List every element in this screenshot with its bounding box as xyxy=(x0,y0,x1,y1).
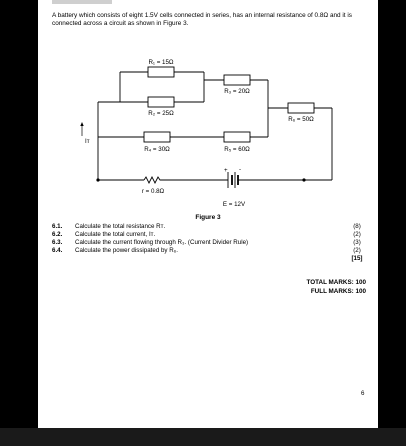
question-number: 6.4. xyxy=(52,247,63,254)
question-row: 6.2. Calculate the total current, Iᴛ. (2… xyxy=(52,231,364,239)
label-minus: - xyxy=(239,166,241,173)
label-r1: R₁ = 15Ω xyxy=(148,59,173,66)
battery-symbol xyxy=(227,172,239,188)
circuit-diagram: R₁ = 15Ω R₂ = 25Ω R₃ = 20Ω R₄ = 30Ω R₅ =… xyxy=(80,59,333,208)
question-number: 6.2. xyxy=(52,231,63,238)
exam-page: A battery which consists of eight 1.5V c… xyxy=(38,0,378,428)
question-total-row: [15] xyxy=(52,255,364,263)
total-marks: TOTAL MARKS: 100 xyxy=(306,279,366,286)
resistor-r1 xyxy=(147,66,175,78)
resistor-r5 xyxy=(223,131,251,143)
question-intro: A battery which consists of eight 1.5V c… xyxy=(52,12,352,27)
resistor-r2 xyxy=(147,96,175,108)
current-arrow-icon xyxy=(80,122,84,136)
question-text: Calculate the current flowing through R₃… xyxy=(75,239,249,246)
question-number: 6.1. xyxy=(52,223,63,230)
question-text: Calculate the total current, Iᴛ. xyxy=(75,231,156,238)
label-plus: + xyxy=(224,167,228,174)
junction-dot xyxy=(302,178,306,182)
question-text: Calculate the total resistance Rᴛ. xyxy=(75,223,166,230)
question-marks: (2) xyxy=(353,231,361,238)
page-number: 6 xyxy=(361,390,365,397)
full-marks: FULL MARKS: 100 xyxy=(310,288,366,295)
viewer-bottom-bar xyxy=(0,428,406,446)
label-emf: E = 12V xyxy=(223,201,246,208)
label-current: Iᴛ xyxy=(85,138,90,145)
label-r4: R₄ = 30Ω xyxy=(144,146,170,153)
question-text: Calculate the power dissipated by R₆. xyxy=(75,247,178,254)
question-marks: (3) xyxy=(353,239,361,246)
resistor-r3 xyxy=(223,74,251,86)
resistor-r4 xyxy=(143,131,171,143)
question-total: [15] xyxy=(351,255,363,262)
question-row: 6.4. Calculate the power dissipated by R… xyxy=(52,247,364,255)
question-marks: (8) xyxy=(353,223,361,230)
label-r6: R₆ = 50Ω xyxy=(288,116,314,123)
label-r2: R₂ = 25Ω xyxy=(148,110,174,117)
label-r5: R₅ = 60Ω xyxy=(224,146,250,153)
question-number: 6.3. xyxy=(52,239,63,246)
resistor-r6 xyxy=(287,102,315,114)
question-row: 6.3. Calculate the current flowing throu… xyxy=(52,239,364,247)
question-marks: (2) xyxy=(353,247,361,254)
figure-caption: Figure 3 xyxy=(195,214,221,221)
junction-dot xyxy=(96,178,100,182)
label-internal-resistance: r = 0.8Ω xyxy=(142,188,165,195)
cropped-heading xyxy=(52,0,112,4)
label-r3: R₃ = 20Ω xyxy=(224,88,250,95)
question-row: 6.1. Calculate the total resistance Rᴛ. … xyxy=(52,223,364,231)
